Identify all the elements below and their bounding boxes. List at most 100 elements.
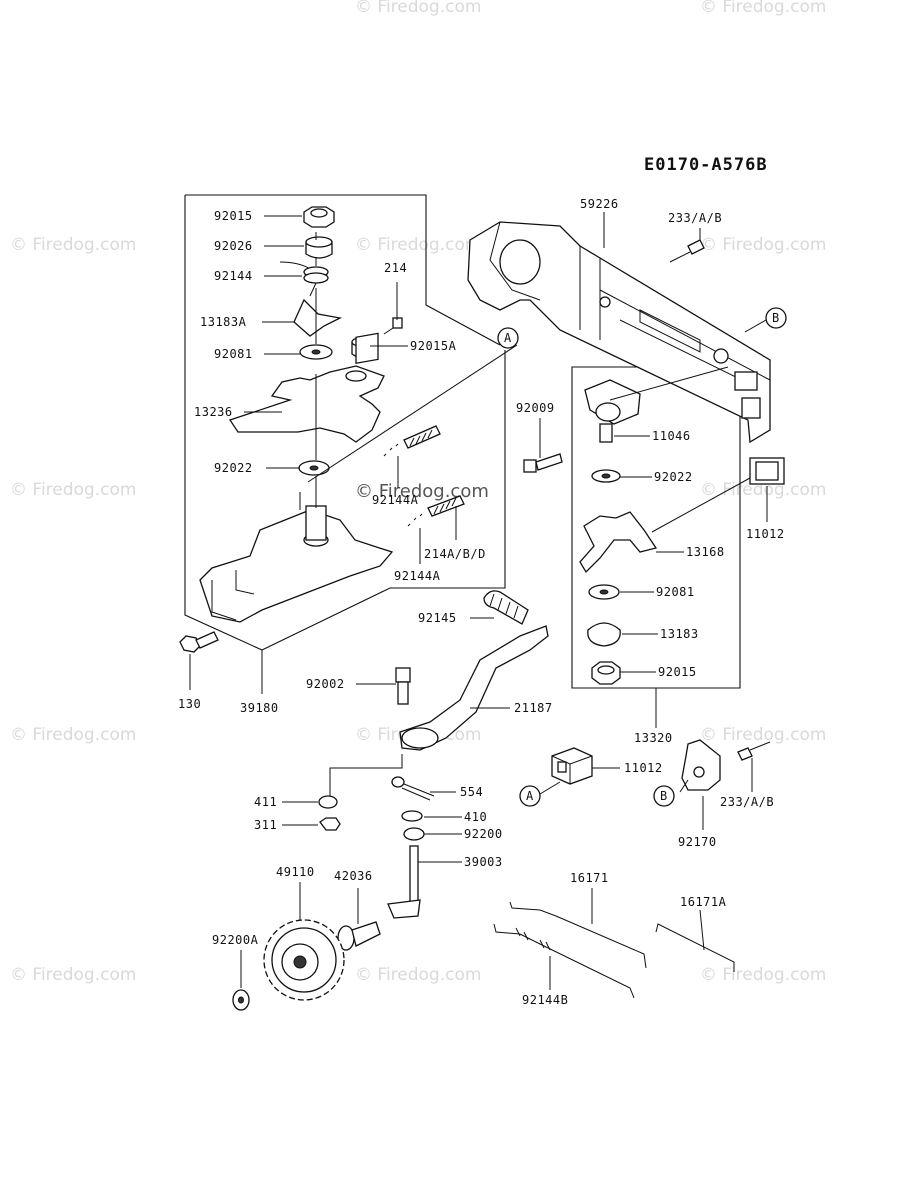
watermark: © Firedog.com xyxy=(700,965,826,985)
part-label: 411 xyxy=(254,795,277,809)
nut-92015-right xyxy=(591,661,621,685)
callout-letter: A xyxy=(526,789,534,803)
callout-A-lower: A xyxy=(519,785,541,807)
washer-410 xyxy=(401,810,423,822)
lever-13236-block xyxy=(355,332,379,364)
part-label: 214A/B/D xyxy=(424,547,486,561)
watermark: © Firedog.com xyxy=(700,235,826,255)
part-label: 49110 xyxy=(276,865,315,879)
watermark: © Firedog.com xyxy=(355,0,481,17)
part-label: 13236 xyxy=(194,405,233,419)
part-label: 92015 xyxy=(658,665,697,679)
part-label: 92144A xyxy=(372,493,419,507)
rod-16171A xyxy=(655,923,735,972)
callout-letter: A xyxy=(504,331,512,345)
part-label: 92144B xyxy=(522,993,568,1007)
spring-92144 xyxy=(279,261,329,297)
part-label: 92026 xyxy=(214,239,253,253)
part-label: 92015 xyxy=(214,209,253,223)
bracket-39180 xyxy=(199,509,394,623)
part-label: 11012 xyxy=(746,527,785,541)
block-11012-right xyxy=(749,457,785,485)
watermark: © Firedog.com xyxy=(10,480,136,500)
nut-92015 xyxy=(303,206,335,228)
arm-13168 xyxy=(579,511,658,574)
plate-13183A xyxy=(293,298,343,337)
part-label: 13183A xyxy=(200,315,247,329)
part-label: 130 xyxy=(178,697,201,711)
washer-92022-right xyxy=(591,469,621,483)
screw-92009 xyxy=(523,453,563,473)
watermark: © Firedog.com xyxy=(355,965,481,985)
part-label: 410 xyxy=(464,810,487,824)
washer-92022-left xyxy=(298,460,330,476)
washer-92081-left xyxy=(299,344,333,360)
part-label: 11046 xyxy=(652,429,691,443)
watermark: © Firedog.com xyxy=(10,235,136,255)
part-label: 16171A xyxy=(680,895,727,909)
watermark: © Firedog.com xyxy=(355,235,481,255)
part-label: 92022 xyxy=(654,470,693,484)
collar-92026 xyxy=(305,236,333,259)
part-labels: 92015 92026 92144 13183A 214 92015A 9208… xyxy=(178,197,785,1007)
pin-554 xyxy=(391,776,435,801)
part-label: 92081 xyxy=(214,347,253,361)
part-label: 92144 xyxy=(214,269,253,283)
callout-A-top: A xyxy=(497,327,519,349)
part-label: 92002 xyxy=(306,677,345,691)
watermark: © Firedog.com xyxy=(10,725,136,745)
washer-92200A xyxy=(232,989,250,1011)
part-label: 16171 xyxy=(570,871,609,885)
part-label: 13320 xyxy=(634,731,673,745)
part-label: 554 xyxy=(460,785,483,799)
part-label: 13183 xyxy=(660,627,699,641)
part-label: 39180 xyxy=(240,701,279,715)
rod-92144B xyxy=(493,923,635,999)
shaft-39003 xyxy=(387,845,421,919)
part-label: 92081 xyxy=(656,585,695,599)
callout-B-top: B xyxy=(765,307,787,329)
part-label: 233/A/B xyxy=(668,211,722,225)
shaft-42036 xyxy=(337,921,381,951)
part-label: 92015A xyxy=(410,339,457,353)
bracket-11046 xyxy=(584,379,641,443)
part-label: 233/A/B xyxy=(720,795,774,809)
part-label: 311 xyxy=(254,818,277,832)
part-label: 92009 xyxy=(516,401,555,415)
plate-13183 xyxy=(587,622,621,647)
callout-letter: B xyxy=(772,311,780,325)
watermark: © Firedog.com xyxy=(355,481,489,502)
screw-233AB-lower xyxy=(737,741,771,761)
spring-92145 xyxy=(483,590,529,625)
bolt-130 xyxy=(179,631,219,653)
bolt-92002 xyxy=(395,667,411,705)
watermark: © Firedog.com xyxy=(700,480,826,500)
part-label: 214 xyxy=(384,261,407,275)
assembly-box-39180-left xyxy=(184,195,506,651)
assembly-box-39180 xyxy=(185,194,501,346)
part-label: 92170 xyxy=(678,835,717,849)
watermark: © Firedog.com xyxy=(700,725,826,745)
part-label: 21187 xyxy=(514,701,553,715)
screw-214 xyxy=(383,282,403,335)
housing-59226 xyxy=(467,221,771,444)
part-label: 92200 xyxy=(464,827,503,841)
part-label: 92022 xyxy=(214,461,253,475)
nut-311 xyxy=(319,817,341,831)
diagram-code: E0170-A576B xyxy=(644,155,768,175)
callout-B-lower: B xyxy=(653,785,675,807)
spring-92144A-lower xyxy=(407,495,465,527)
washer-92081-right xyxy=(588,584,620,600)
watermark: © Firedog.com xyxy=(700,0,826,17)
rod-16171 xyxy=(509,901,647,969)
part-label: 92144A xyxy=(394,569,441,583)
washer-92200 xyxy=(403,827,425,841)
screw-233AB-top xyxy=(669,239,705,263)
spring-92144A-upper xyxy=(383,425,441,457)
watermark: © Firedog.com xyxy=(10,965,136,985)
lever-13236 xyxy=(228,365,385,443)
leader-lines xyxy=(189,212,768,990)
block-11012-lower xyxy=(551,747,593,785)
part-label: 13168 xyxy=(686,545,725,559)
